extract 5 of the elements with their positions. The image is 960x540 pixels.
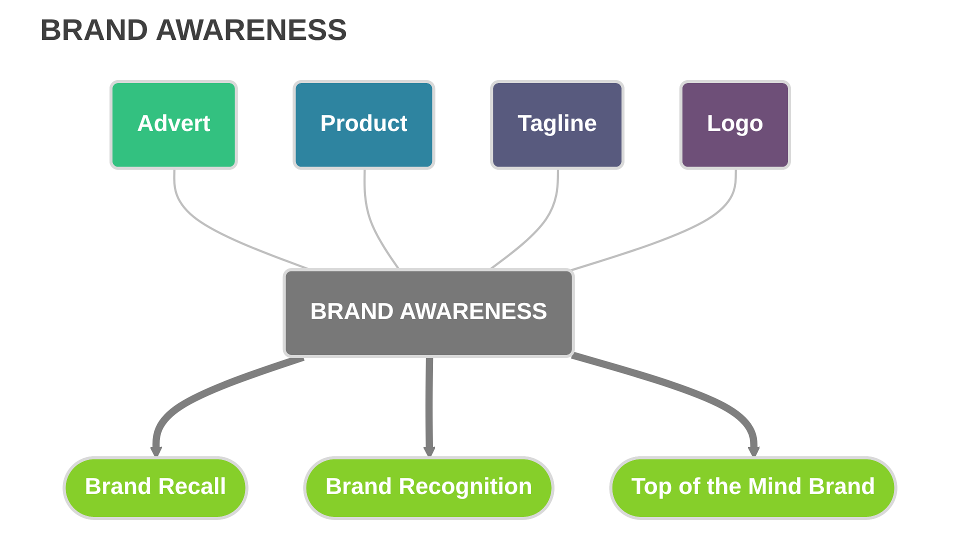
connector xyxy=(569,169,737,272)
diagram-title: BRAND AWARENESS xyxy=(40,14,348,48)
arrow xyxy=(571,352,760,459)
connector xyxy=(363,169,401,271)
arrow xyxy=(423,357,436,459)
